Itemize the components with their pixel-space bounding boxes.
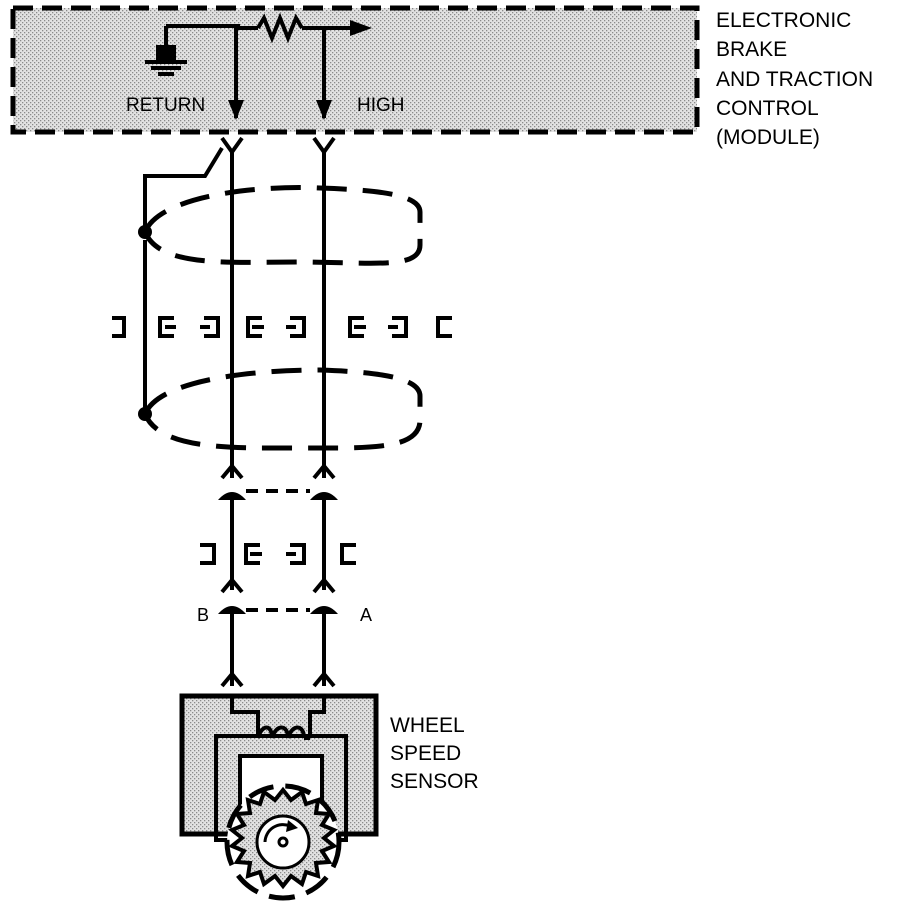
break-marks-lower [200, 543, 356, 565]
inline-connector-upper-pins [218, 492, 338, 500]
high-arrow-down-icon [316, 100, 332, 120]
pin-b-label: B [197, 605, 209, 625]
mid-wires [230, 500, 326, 590]
module-name-line-2: BRAKE [716, 38, 787, 61]
return-label: RETURN [126, 95, 205, 116]
module-name-line-3: AND TRACTION [716, 68, 873, 91]
high-label: HIGH [357, 95, 405, 116]
shield-outline [142, 185, 423, 451]
sensor-lead-wires [220, 614, 336, 688]
module-name-line-4: CONTROL [716, 97, 819, 120]
ground-icon [145, 24, 240, 76]
drain-wire [143, 146, 224, 412]
module-name-line-5: (MODULE) [716, 126, 820, 149]
inline-connector-lower-terminals [220, 576, 336, 594]
resistor-icon [236, 12, 352, 44]
tone-ring-icon [224, 783, 342, 901]
module-terminal-high [312, 136, 336, 156]
coil-icon [256, 725, 310, 740]
sensor-name-line-3: SENSOR [390, 770, 479, 793]
sensor-name-line-2: SPEED [390, 742, 461, 765]
module-terminal-return [220, 136, 244, 156]
module-name-line-1: ELECTRONIC [716, 9, 851, 32]
sensor-name-line-1: WHEEL [390, 714, 465, 737]
inline-connector-upper-terminals [220, 462, 336, 480]
arrow-right-icon [350, 20, 372, 36]
break-marks-upper [112, 316, 452, 338]
pin-a-label: A [360, 605, 372, 625]
inline-connector-lower-pins [218, 606, 338, 614]
return-arrow-down-icon [228, 100, 244, 120]
